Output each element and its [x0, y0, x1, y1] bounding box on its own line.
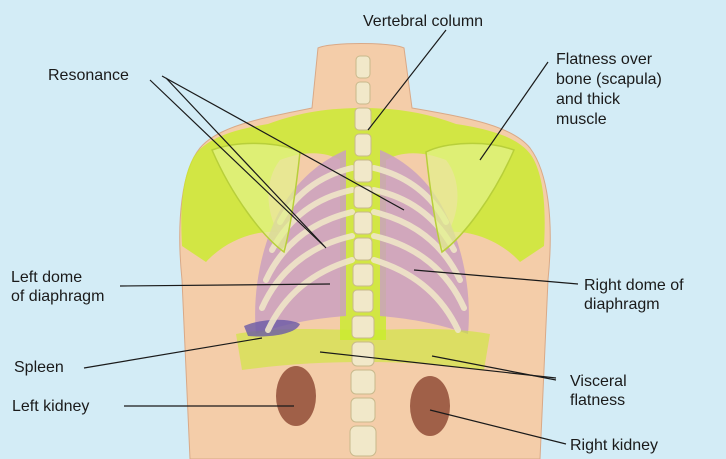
label-right-dome-of-diaphragm: Right dome of diaphragm — [584, 276, 684, 314]
label-left-kidney: Left kidney — [12, 397, 89, 416]
left-kidney-shape — [276, 366, 316, 426]
label-right-kidney: Right kidney — [570, 436, 658, 455]
label-visceral-flatness: Visceral flatness — [570, 372, 627, 410]
label-resonance: Resonance — [48, 66, 129, 85]
label-left-dome-of-diaphragm: Left dome of diaphragm — [11, 268, 104, 306]
right-kidney-shape — [410, 376, 450, 436]
label-spleen: Spleen — [14, 358, 64, 377]
label-flatness-over-bone: Flatness over bone (scapula) and thick m… — [556, 50, 662, 130]
label-vertebral-column: Vertebral column — [363, 12, 483, 31]
